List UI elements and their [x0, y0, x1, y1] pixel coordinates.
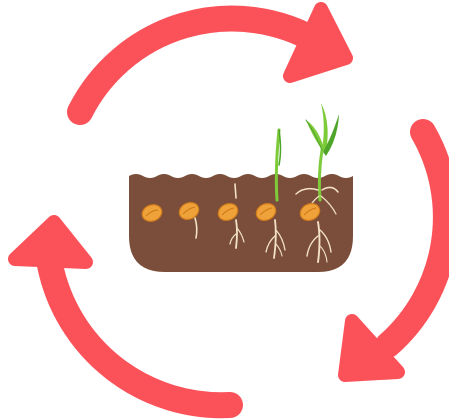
cycle-arrow-left-shaft: [50, 265, 230, 405]
cycle-arrow-right-shaft: [388, 132, 446, 345]
cycle-arrow-left-head: [15, 222, 86, 262]
cycle-arrow-top-shaft: [80, 19, 318, 112]
cycle-arrow-right: [345, 132, 446, 375]
cycle-arrow-top: [80, 9, 346, 112]
